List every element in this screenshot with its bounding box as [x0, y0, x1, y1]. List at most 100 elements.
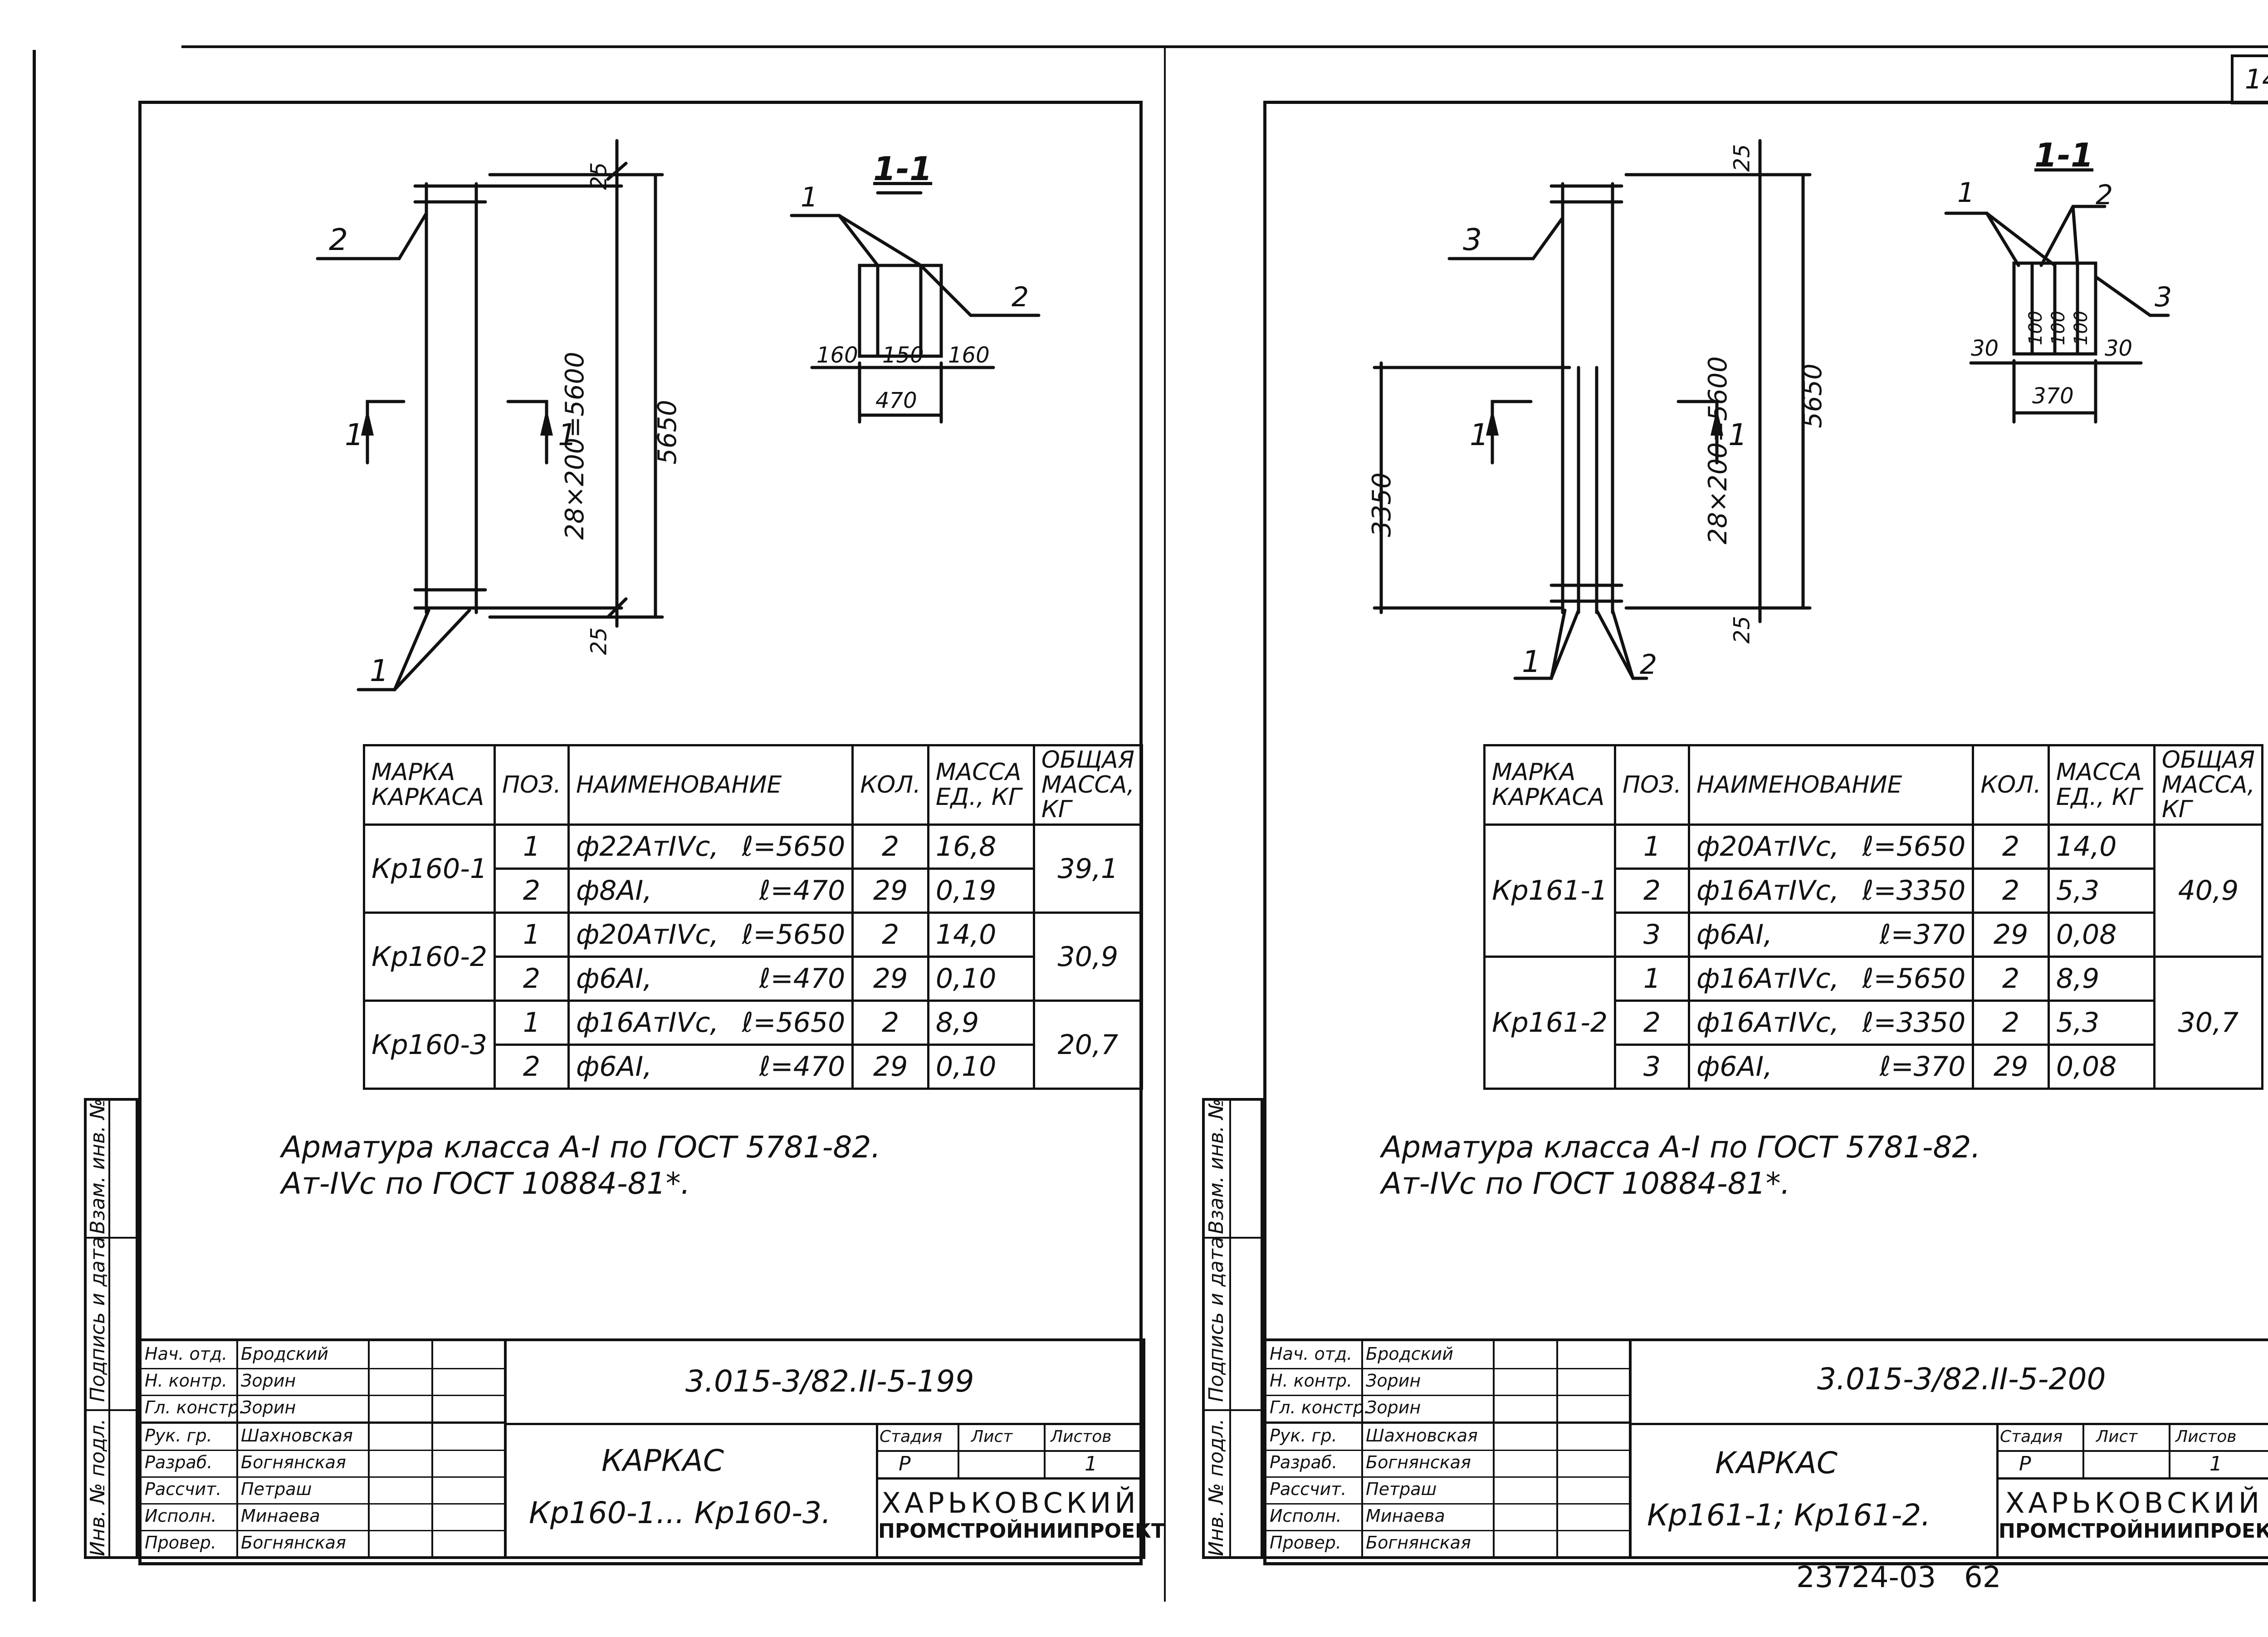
- left-tb-row-3: Рук. гр. Шахновская: [141, 1423, 504, 1451]
- left-stage-value-2: 1: [1085, 1452, 1097, 1475]
- left-note-0: Арматура класса А-I по ГОСТ 5781-82.: [281, 1130, 881, 1165]
- right-tb-row-1: Н. контр. Зорин: [1266, 1368, 1629, 1396]
- right-tb-row-4: Разраб. Богнянская: [1266, 1450, 1629, 1478]
- right-th-name: НАИМЕНОВАНИЕ: [1687, 744, 1975, 826]
- right-th-qty: КОЛ.: [1972, 744, 2050, 826]
- cell: 29: [851, 956, 929, 1002]
- table-row: Кр160-1 1 ф22АтIVс, ℓ=5650 2 16,8 39,1: [362, 823, 1144, 914]
- right-dim-total: 5650: [1798, 363, 1828, 428]
- cell: ф6АI,: [567, 1044, 731, 1090]
- table-row: 3 ф6АI, ℓ=370 29 0,08: [1485, 912, 2263, 958]
- left-spec-table: МАРКА КАРКАСА ПОЗ. НАИМЕНОВАНИЕ КОЛ. МАС…: [362, 744, 1144, 1090]
- right-tb-row-7: Провер. Богнянская: [1270, 1533, 1471, 1553]
- right-titleblock: Нач. отд. Бродский Н. контр. Зорин Гл. к…: [1263, 1338, 2268, 1559]
- left-g2-total: 20,7: [1032, 1000, 1144, 1090]
- cell: ф6АI,: [1687, 912, 1852, 958]
- left-g1-mark: Кр160-2: [362, 912, 496, 1002]
- left-doc-code: 3.015-3/82.II-5-199: [685, 1364, 974, 1399]
- cell: ℓ=370: [1851, 1044, 1975, 1090]
- left-cut-mark-label-right: 1: [558, 417, 577, 452]
- right-section-dim-width: 370: [2032, 383, 2074, 409]
- cell: 3: [1614, 1044, 1690, 1090]
- right-note-0: Арматура класса А-I по ГОСТ 5781-82.: [1381, 1130, 1981, 1165]
- right-leader-pos2-bottom: 2: [1640, 649, 1657, 681]
- right-dim-top-gap: 25: [1729, 144, 1755, 172]
- cell: ф22АтIVс,: [567, 823, 731, 870]
- left-tb-row-6: Исполн. Минаева: [141, 1503, 504, 1531]
- right-cut-mark-label-right: 1: [1728, 417, 1747, 452]
- table-row: Кр160-2 1 ф20АтIVс, ℓ=5650 2 14,0 30,9: [362, 912, 1144, 1002]
- left-titleblock: Нач. отд. Бродский Н. контр. Зорин Гл. к…: [138, 1338, 1165, 1559]
- cell: 0,08: [2047, 912, 2156, 958]
- left-th-mark: МАРКА КАРКАСА: [362, 744, 496, 826]
- cell: ф16АтIVс,: [567, 1000, 731, 1046]
- right-th-pos: ПОЗ.: [1614, 744, 1690, 826]
- right-side-label-1: Подпись и дата: [1205, 1236, 1228, 1402]
- top-edge-line: [181, 45, 2268, 48]
- cell: 3: [1614, 912, 1690, 958]
- right-side-label-2: Инв. № подл.: [1205, 1418, 1228, 1556]
- right-tb-row-5: Рассчит. Петраш: [1266, 1476, 1629, 1505]
- table-row: 2 ф6АI, ℓ=470 29 0,10: [364, 1044, 1142, 1090]
- left-stage-header-1: Лист: [971, 1427, 1013, 1446]
- right-spec-table: МАРКА КАРКАСА ПОЗ. НАИМЕНОВАНИЕ КОЛ. МАС…: [1483, 744, 2264, 1090]
- cell: 0,10: [927, 956, 1035, 1002]
- cell: ф6АI,: [1687, 1044, 1852, 1090]
- cell: 1: [1614, 956, 1690, 1002]
- right-title-line2: Кр161-1; Кр161-2.: [1647, 1498, 1931, 1533]
- right-g1-total: 30,7: [2153, 956, 2264, 1090]
- cell: 29: [1972, 912, 2050, 958]
- cell: 16,8: [927, 823, 1035, 870]
- left-g1-total: 30,9: [1032, 912, 1144, 1002]
- cell: ф20АтIVс,: [567, 912, 731, 958]
- table-row: 2 ф16АтIVс, ℓ=3350 2 5,3: [1485, 868, 2263, 914]
- right-title-line1: КАРКАС: [1715, 1446, 1838, 1480]
- right-side-label-0: Взам. инв. №: [1205, 1098, 1228, 1234]
- left-g0-mark: Кр160-1: [362, 823, 496, 914]
- right-dim-spacing: 28×200=5600: [1703, 356, 1733, 544]
- right-tb-row-0: Нач. отд. Бродский: [1266, 1341, 1629, 1369]
- left-section-leader-pos1: 1: [801, 181, 818, 213]
- cell: 1: [494, 823, 570, 870]
- cell: ℓ=3350: [1851, 868, 1975, 914]
- cell: 2: [851, 823, 929, 870]
- right-section-leader-pos3: 3: [2155, 281, 2172, 313]
- cell: ℓ=470: [731, 1044, 854, 1090]
- cell: 0,10: [927, 1044, 1035, 1090]
- cell: 8,9: [927, 1000, 1035, 1046]
- cell: 0,19: [927, 868, 1035, 914]
- left-tb-row-0: Нач. отд. Бродский: [141, 1341, 504, 1369]
- right-sheet-frame: [1263, 101, 2268, 1565]
- right-tb-row-6: Исполн. Минаева: [1266, 1503, 1629, 1531]
- right-section-dim-s2: 100: [2025, 310, 2047, 346]
- cell: 14,0: [2047, 823, 2156, 870]
- right-stage-header-1: Лист: [2096, 1427, 2138, 1446]
- cell: 2: [494, 868, 570, 914]
- cell: 2: [851, 912, 929, 958]
- left-g0-total: 39,1: [1032, 823, 1144, 914]
- right-dim-bottom-gap: 25: [1729, 616, 1755, 644]
- cell: 8,9: [2047, 956, 2156, 1002]
- cell: ℓ=5650: [731, 912, 854, 958]
- cell: ф6АI,: [567, 956, 731, 1002]
- cell: ф16АтIVс,: [1687, 1000, 1852, 1046]
- cell: 5,3: [2047, 868, 2156, 914]
- archive-page-ref: 62: [1964, 1561, 2001, 1594]
- left-section-dim-width: 470: [875, 388, 917, 413]
- cell: 29: [851, 868, 929, 914]
- cell: 2: [1614, 868, 1690, 914]
- left-note-1: Ат-IVс по ГОСТ 10884-81*.: [281, 1166, 690, 1201]
- left-tb-row-1: Н. контр. Зорин: [141, 1368, 504, 1396]
- cell: ℓ=5650: [1851, 956, 1975, 1002]
- right-stage-header-2: Листов: [2175, 1427, 2237, 1446]
- right-dim-short: 3350: [1367, 472, 1397, 537]
- left-section-dim-s2: 150: [882, 343, 924, 368]
- right-tb-row-2: Гл. констр. Зорин: [1266, 1395, 1629, 1424]
- left-tb-row-5: Рассчит. Петраш: [141, 1476, 504, 1505]
- left-tb-row-7: Провер. Богнянская: [145, 1533, 346, 1553]
- right-th-mass: МАССА ЕД., КГ: [2047, 744, 2156, 826]
- left-title-line1: КАРКАС: [601, 1443, 724, 1478]
- cell: ℓ=5650: [1851, 823, 1975, 870]
- left-dim-bottom-gap: 25: [586, 627, 612, 655]
- right-leader-pos1-bottom: 1: [1522, 644, 1541, 679]
